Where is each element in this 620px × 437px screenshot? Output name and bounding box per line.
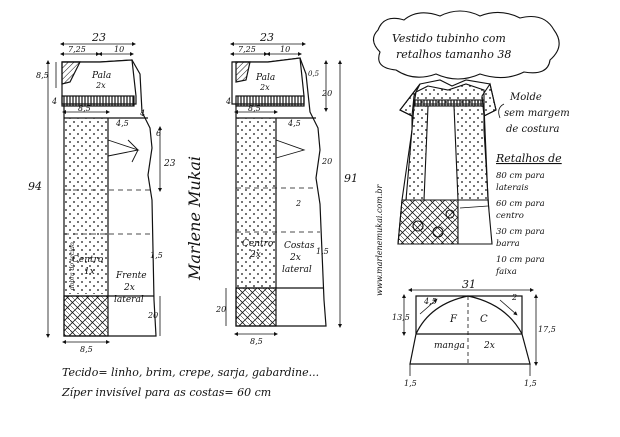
front-total: 94 bbox=[28, 180, 42, 193]
front-yoke-h: 4 bbox=[51, 97, 57, 106]
back-hem: 20 bbox=[215, 305, 226, 314]
back-centro-label: Centro bbox=[242, 239, 274, 249]
back-pala-count: 2x bbox=[259, 83, 270, 92]
sleeve-pattern bbox=[402, 288, 538, 376]
sleeve-right-h: 17,5 bbox=[538, 325, 556, 334]
front-side-a: 6 bbox=[156, 129, 161, 138]
sleeve-cap-right: 2 bbox=[511, 293, 517, 302]
molde-notes: Molde sem margem de costura bbox=[498, 92, 570, 135]
front-frente-sub: lateral bbox=[114, 295, 144, 305]
back-small: 4 bbox=[225, 97, 231, 106]
retalhos-line: 60 cm para bbox=[496, 199, 545, 209]
front-side-b: 23 bbox=[163, 159, 176, 169]
front-dart: 1,5 bbox=[150, 251, 163, 260]
back-centro-count: 2x bbox=[249, 250, 261, 260]
front-pala-label: Pala bbox=[91, 71, 111, 81]
sleeve-width: 31 bbox=[462, 278, 476, 291]
back-waist-b: 4,5 bbox=[287, 119, 301, 128]
back-costas-label: Costas bbox=[284, 241, 315, 251]
back-side-b: 2 bbox=[295, 199, 301, 208]
front-bust-small: 4 bbox=[139, 109, 145, 118]
front-fold-note: dobra do tecido bbox=[69, 242, 76, 290]
zipper-note: Zíper invisível para as costas= 60 cm bbox=[61, 386, 271, 399]
front-waist-b: 4,5 bbox=[115, 119, 129, 128]
footer-notes: Tecido= linho, brim, crepe, sarja, gabar… bbox=[61, 366, 319, 399]
front-centro-label: Centro bbox=[72, 255, 104, 265]
retalhos-line: centro bbox=[496, 211, 524, 221]
sleeve-manga: manga bbox=[434, 341, 465, 351]
front-neck-b: 10 bbox=[114, 45, 124, 54]
sleeve-left-h: 13,5 bbox=[392, 313, 410, 322]
front-neck-a: 7,25 bbox=[68, 45, 86, 54]
title-line1: Vestido tubinho com bbox=[392, 32, 506, 45]
retalhos-list: Retalhos de 80 cm para laterais 60 cm pa… bbox=[495, 152, 562, 277]
sem-margem-label: sem margem bbox=[504, 108, 570, 119]
sleeve-front-label: F bbox=[449, 314, 458, 325]
de-costura-label: de costura bbox=[506, 124, 559, 135]
back-shoulder: 0,5 bbox=[308, 70, 320, 78]
title-cloud: Vestido tubinho com retalhos tamanho 38 bbox=[372, 10, 560, 80]
website-url: www.marlenemukai.com.br bbox=[375, 184, 384, 297]
back-costas-sub: lateral bbox=[282, 265, 312, 275]
front-left-top: 8,5 bbox=[36, 71, 49, 80]
front-pattern bbox=[46, 42, 162, 344]
retalhos-heading: Retalhos de bbox=[495, 152, 562, 165]
retalhos-line: faixa bbox=[495, 267, 517, 277]
back-top-width: 23 bbox=[259, 31, 274, 44]
front-waist-w: 8,5 bbox=[78, 104, 91, 113]
front-hem: 20 bbox=[147, 311, 158, 320]
sleeve-hem-left: 1,5 bbox=[404, 379, 417, 388]
back-costas-count: 2x bbox=[289, 253, 301, 263]
back-hem-w: 8,5 bbox=[250, 337, 263, 346]
back-yoke-h: 20 bbox=[321, 89, 332, 98]
front-hem-w: 8,5 bbox=[80, 345, 93, 354]
molde-label: Molde bbox=[509, 92, 542, 103]
sleeve-count: 2x bbox=[483, 341, 495, 351]
dress-sketch bbox=[397, 79, 497, 245]
front-pala-count: 2x bbox=[95, 81, 106, 90]
back-dart: 1,5 bbox=[316, 247, 329, 256]
back-neck-a: 7,25 bbox=[238, 45, 256, 54]
back-pala-label: Pala bbox=[255, 73, 275, 83]
retalhos-line: 80 cm para bbox=[496, 171, 545, 181]
back-total: 91 bbox=[344, 172, 358, 185]
front-pattern-labels: 23 7,25 10 8,5 4 8,5 4,5 6 23 20 94 8,5 … bbox=[28, 31, 176, 354]
title-line2: retalhos tamanho 38 bbox=[396, 48, 511, 61]
back-pattern-labels: 23 7,25 10 0,5 20 8,5 4,5 20 2 91 20 8,5… bbox=[215, 31, 358, 346]
retalhos-line: 30 cm para bbox=[496, 227, 545, 237]
back-neck-b: 10 bbox=[280, 45, 290, 54]
back-side-a: 20 bbox=[321, 157, 332, 166]
sleeve-labels: 31 4,5 2 13,5 17,5 F C manga 2x 1,5 1,5 bbox=[392, 278, 556, 388]
sleeve-cap: 4,5 bbox=[423, 297, 437, 306]
back-pattern bbox=[225, 42, 342, 336]
fabric-note: Tecido= linho, brim, crepe, sarja, gabar… bbox=[62, 366, 319, 379]
front-frente-label: Frente bbox=[115, 271, 147, 281]
retalhos-line: 10 cm para bbox=[496, 255, 545, 265]
front-frente-count: 2x bbox=[123, 283, 135, 293]
signature: Marlene Mukai bbox=[185, 156, 204, 281]
sleeve-back-label: C bbox=[480, 314, 488, 325]
front-centro-count: 1x bbox=[84, 267, 95, 277]
back-waist-w: 8,5 bbox=[248, 104, 261, 113]
retalhos-line: barra bbox=[496, 239, 520, 249]
sleeve-hem-right: 1,5 bbox=[524, 379, 537, 388]
retalhos-line: laterais bbox=[496, 183, 529, 193]
front-top-width: 23 bbox=[91, 31, 106, 44]
